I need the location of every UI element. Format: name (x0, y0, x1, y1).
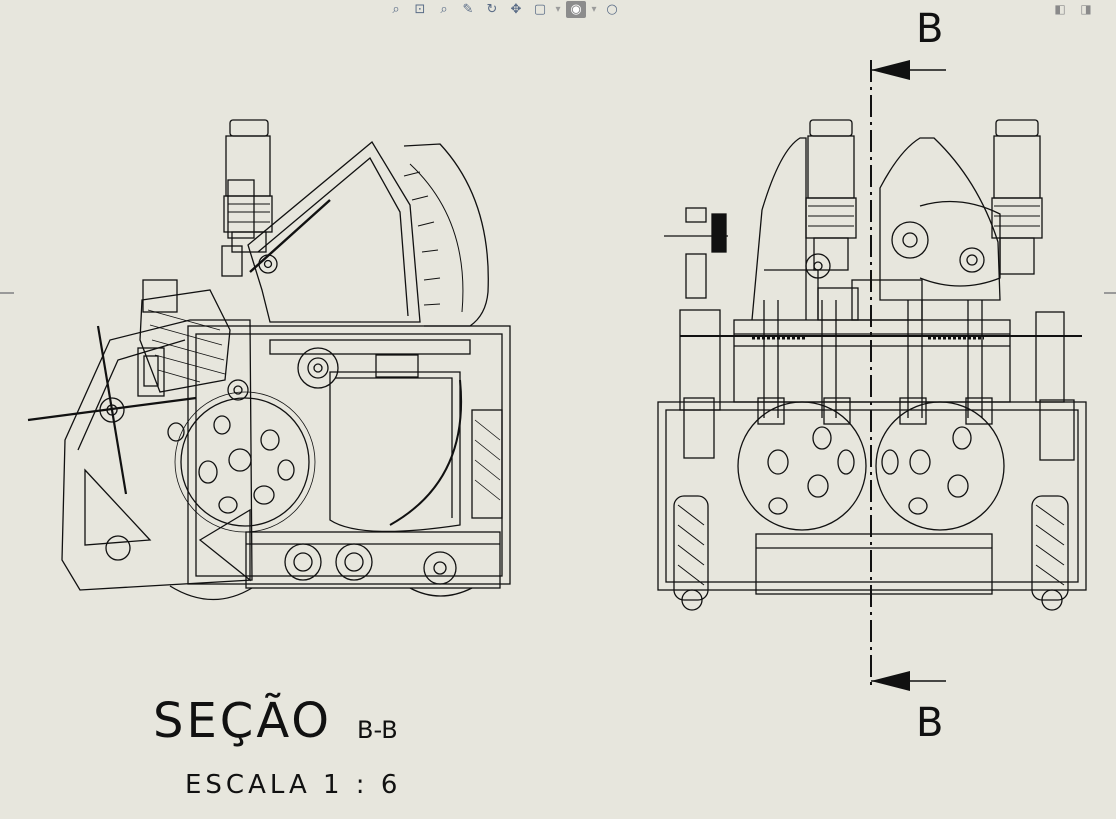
split-view-icon[interactable]: ◨ (1080, 1, 1092, 16)
section-title[interactable]: SEÇÃO (153, 693, 333, 749)
rotate-icon[interactable]: ↻ (486, 1, 498, 17)
viewport-edge-marker (0, 292, 14, 294)
zoom-in-out-icon[interactable]: ⌕ (440, 1, 448, 17)
display-style-icon[interactable]: ◉ (566, 0, 586, 18)
window-controls: ◧ ◨ (1052, 0, 1094, 17)
zoom-to-fit-icon[interactable]: ⌕ (392, 1, 400, 17)
view-toolbar: ⌕ ⊡ ⌕ ✎ ↻ ✥ ▢ ▾ ◉ ▾ ○ (386, 0, 622, 18)
section-view-icon[interactable]: ▢ (533, 1, 547, 17)
select-icon[interactable]: ✎ (462, 1, 474, 17)
pan-icon[interactable]: ✥ (510, 1, 522, 17)
section-label[interactable]: B-B (357, 716, 398, 744)
zoom-area-icon[interactable]: ⊡ (414, 1, 426, 17)
cut-label-bottom[interactable]: B (916, 700, 944, 746)
section-view-b-b (27, 119, 511, 601)
dropdown-arrow-icon[interactable]: ▾ (591, 3, 597, 15)
cut-label-top[interactable]: B (916, 6, 944, 52)
cutting-plane-b-b (870, 60, 946, 691)
appearance-icon[interactable]: ○ (606, 1, 618, 17)
restore-view-icon[interactable]: ◧ (1054, 1, 1066, 16)
scale-label[interactable]: ESCALA 1 : 6 (185, 770, 402, 800)
viewport-edge-marker (1104, 292, 1116, 294)
dropdown-arrow-icon[interactable]: ▾ (555, 3, 561, 15)
